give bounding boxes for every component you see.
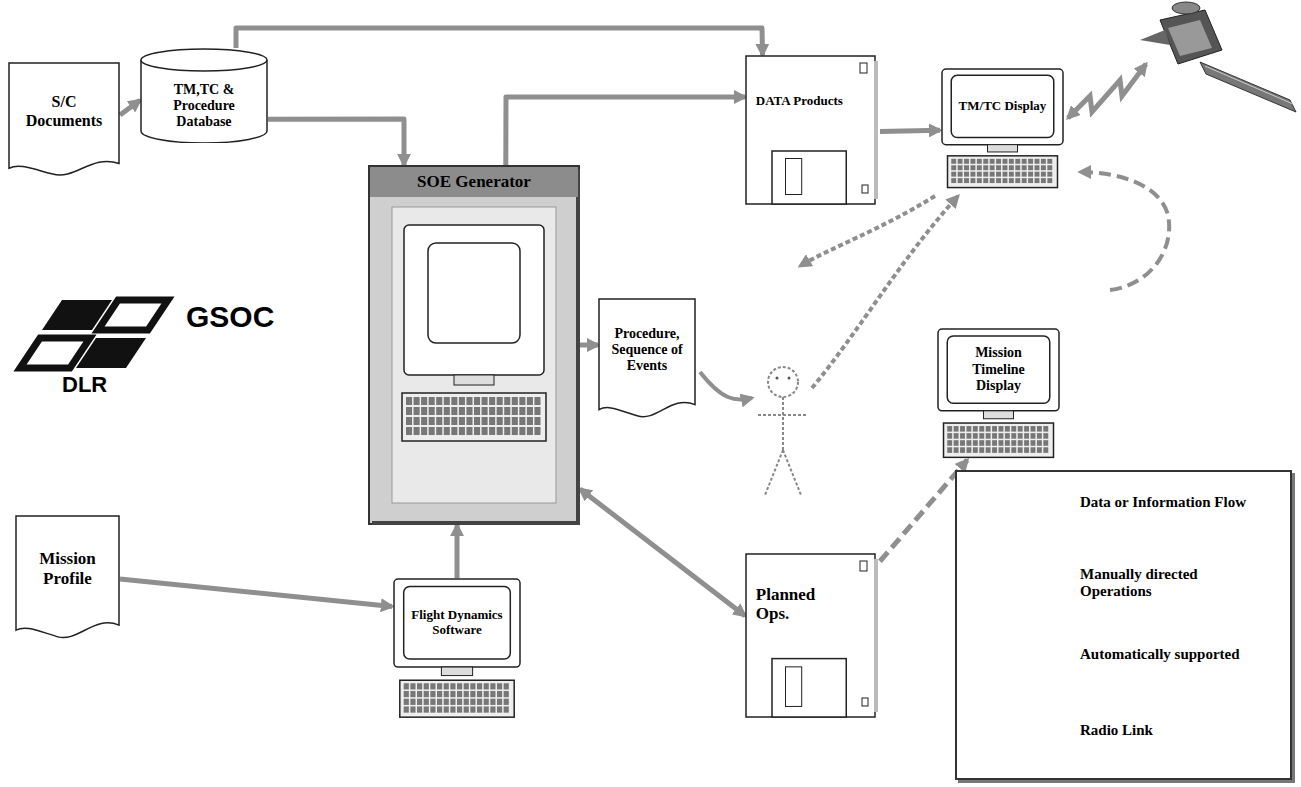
operator-figure <box>758 367 808 495</box>
generator-box: SOE Generator <box>368 165 580 525</box>
legend-text: Data or Information Flow <box>1080 494 1270 511</box>
flow-arrow <box>580 489 745 616</box>
satellite <box>1140 2 1296 112</box>
flow-arrow <box>455 525 460 578</box>
mon-node: Flight Dynamics Software <box>392 578 522 720</box>
cyl-node: TM,TC & Procedure Database <box>140 48 268 143</box>
mon-outline <box>392 578 522 720</box>
flow-arrow <box>580 343 598 348</box>
flow-arrow <box>120 579 392 606</box>
node-text: TM,TC & Procedure Database <box>146 75 261 138</box>
node-text: Planned Ops. <box>756 563 853 646</box>
floppy-node: DATA Products <box>745 55 880 205</box>
flow-arrow <box>120 100 140 115</box>
node-text: Procedure, Sequence of Events <box>604 305 690 394</box>
radio-link <box>1068 64 1146 118</box>
legend-text: Manually directed Operations <box>1080 566 1270 601</box>
floppy-outline <box>745 553 880 718</box>
dlr-logo <box>20 300 168 368</box>
node-text: Mission Profile <box>21 523 113 615</box>
floppy-outline <box>745 55 880 205</box>
soe-outline <box>368 165 580 525</box>
mon-node: Mission Timeline Display <box>936 328 1061 460</box>
logo-label: GSOC <box>186 300 274 334</box>
node-text: DATA Products <box>756 64 853 139</box>
flow-arrow <box>236 28 763 55</box>
doc-node: S/C Documents <box>8 62 120 180</box>
doc-node: Procedure, Sequence of Events <box>598 298 696 422</box>
legend-text: Radio Link <box>1080 722 1270 739</box>
legend-text: Automatically supported <box>1080 646 1270 663</box>
mon-outline <box>940 68 1065 190</box>
logo-label: DLR <box>62 372 107 398</box>
floppy-node: Planned Ops. <box>745 553 880 718</box>
mon-node: TM/TC Display <box>940 68 1065 190</box>
flow-arrow <box>506 97 745 165</box>
flow-arrow <box>268 119 404 165</box>
node-text: S/C Documents <box>15 69 114 154</box>
manual-flow <box>700 172 1169 400</box>
node-text: Flight Dynamics Software <box>406 591 507 655</box>
node-text: SOE Generator <box>370 167 578 197</box>
doc-node: Mission Profile <box>15 515 120 643</box>
node-text: TM/TC Display <box>954 79 1052 134</box>
node-text: Mission Timeline Display <box>950 340 1048 399</box>
flow-arrow <box>880 130 940 131</box>
operator-face <box>776 377 791 380</box>
